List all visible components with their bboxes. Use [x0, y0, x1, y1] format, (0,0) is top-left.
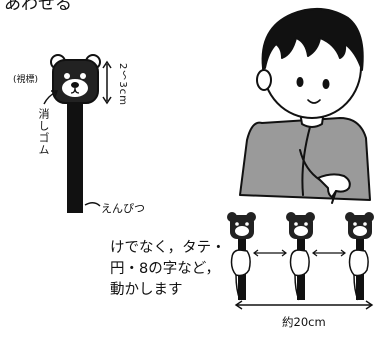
pencil-body: [67, 103, 83, 213]
eraser-pointer: [43, 91, 57, 105]
movement-arrows: [253, 249, 346, 257]
size-label: 2〜3cm: [117, 63, 128, 106]
boy-illustration: [239, 7, 371, 204]
range-label: 約20cm: [282, 315, 326, 329]
bear-pencil-left: [227, 212, 256, 301]
target-label: (視標): [13, 75, 39, 85]
range-arrow: [234, 300, 374, 310]
pencil-target-diagram: [43, 54, 112, 213]
bear-target-icon: [50, 54, 101, 104]
instruction-line-3: 動かします: [110, 282, 183, 298]
instruction-paragraph: けでなく，タテ・ 円・8の字など， 動かします: [0, 238, 226, 301]
pencil-pointer: [84, 202, 101, 207]
header-fragment: あわせる: [4, 0, 72, 14]
eraser-label: 消しゴム: [37, 108, 50, 156]
pencil-label: えんぴつ: [101, 202, 145, 215]
instruction-line-1: けでなく，タテ・: [110, 240, 226, 256]
bear-pencil-right: [345, 212, 374, 301]
instruction-line-2: 円・8の字など，: [110, 261, 220, 277]
movement-diagram: [227, 212, 374, 310]
bear-pencil-center: [286, 212, 315, 301]
